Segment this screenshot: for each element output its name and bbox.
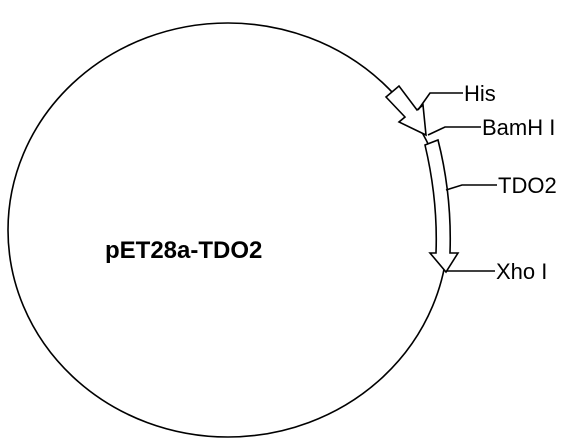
his-leader-line <box>417 92 463 111</box>
plasmid-name: pET28a-TDO2 <box>105 237 262 264</box>
tdo2-leader-line <box>445 184 497 191</box>
his-label: His <box>464 81 496 106</box>
tdo2-gene-arrow <box>424 138 460 274</box>
his-tag-arrow <box>384 84 427 137</box>
xho1-label: Xho I <box>496 259 547 284</box>
bamh1-leader-line <box>427 126 481 136</box>
tdo2-label: TDO2 <box>498 173 557 198</box>
plasmid-backbone-circle <box>7 22 449 438</box>
bamh1-label: BamH I <box>482 115 555 140</box>
